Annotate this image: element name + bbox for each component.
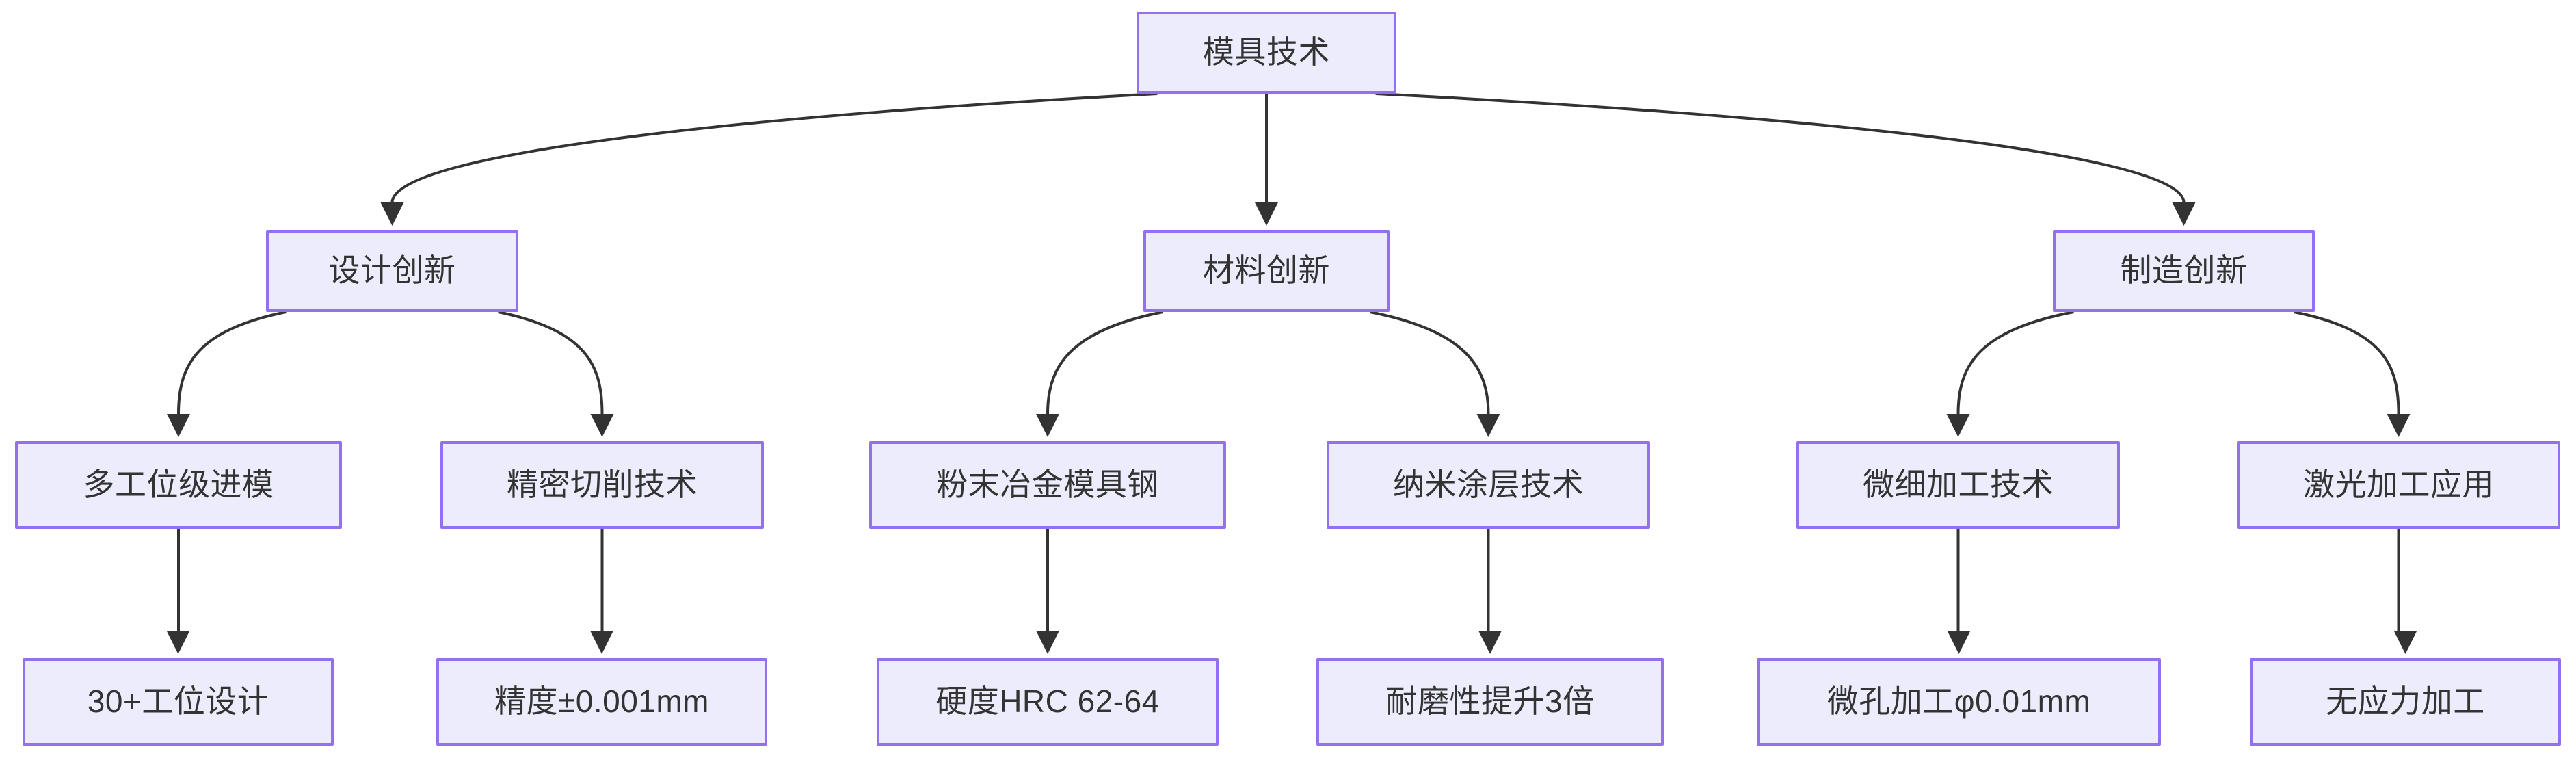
flow-node-l2b[interactable]: 材料创新 bbox=[1143, 230, 1390, 312]
arrow-head-icon bbox=[380, 202, 404, 226]
flow-node-l4e[interactable]: 微孔加工φ0.01mm bbox=[1757, 658, 2161, 746]
flow-node-label: 模具技术 bbox=[1203, 34, 1330, 70]
flow-node-l2c[interactable]: 制造创新 bbox=[2053, 230, 2315, 312]
flow-node-label: 激光加工应用 bbox=[2303, 467, 2494, 503]
flow-node-l3b[interactable]: 精密切削技术 bbox=[440, 441, 764, 529]
flow-node-label: 精度±0.001mm bbox=[494, 683, 709, 720]
arrow-head-icon bbox=[1255, 202, 1278, 226]
flow-node-label: 材料创新 bbox=[1203, 252, 1330, 289]
flow-node-l4f[interactable]: 无应力加工 bbox=[2250, 658, 2561, 746]
flow-node-l3f[interactable]: 激光加工应用 bbox=[2237, 441, 2560, 529]
flow-node-label: 硬度HRC 62-64 bbox=[935, 683, 1160, 720]
flow-node-label: 多工位级进模 bbox=[83, 467, 274, 503]
flow-node-label: 纳米涂层技术 bbox=[1393, 467, 1584, 503]
flow-node-l2a[interactable]: 设计创新 bbox=[266, 230, 518, 312]
flow-node-l4c[interactable]: 硬度HRC 62-64 bbox=[877, 658, 1219, 746]
flow-node-l4b[interactable]: 精度±0.001mm bbox=[436, 658, 767, 746]
flow-node-l3c[interactable]: 粉末冶金模具钢 bbox=[869, 441, 1226, 529]
flow-edge-l2c-to-l3f bbox=[2293, 311, 2400, 415]
arrow-head-icon bbox=[2393, 631, 2417, 654]
flow-node-label: 无应力加工 bbox=[2326, 683, 2485, 720]
arrow-head-icon bbox=[1476, 414, 1500, 437]
flow-node-label: 粉末冶金模具钢 bbox=[936, 467, 1159, 503]
arrow-head-icon bbox=[1036, 414, 1059, 437]
flow-node-l3e[interactable]: 微细加工技术 bbox=[1796, 441, 2120, 529]
flow-node-label: 设计创新 bbox=[328, 252, 456, 289]
flow-edge-root-to-l2c bbox=[1375, 92, 2186, 203]
flow-edge-l2a-to-l3a bbox=[177, 311, 287, 415]
arrow-head-icon bbox=[590, 631, 613, 654]
flow-node-root[interactable]: 模具技术 bbox=[1137, 12, 1396, 94]
flow-node-label: 微细加工技术 bbox=[1863, 467, 2054, 503]
arrow-head-icon bbox=[2172, 202, 2196, 226]
flow-edge-l2b-to-l3d bbox=[1369, 311, 1490, 415]
flow-node-l3a[interactable]: 多工位级进模 bbox=[15, 441, 342, 529]
flow-node-l4a[interactable]: 30+工位设计 bbox=[23, 658, 334, 746]
flow-node-label: 制造创新 bbox=[2120, 252, 2248, 289]
flow-node-label: 精密切削技术 bbox=[507, 467, 698, 503]
arrow-head-icon bbox=[2387, 414, 2411, 437]
flow-edge-l2b-to-l3c bbox=[1046, 311, 1164, 415]
arrow-head-icon bbox=[1946, 414, 1970, 437]
flow-edge-root-to-l2a bbox=[390, 92, 1158, 203]
arrow-head-icon bbox=[167, 414, 190, 437]
flow-edge-l2c-to-l3e bbox=[1956, 311, 2075, 415]
flow-node-label: 微孔加工φ0.01mm bbox=[1827, 683, 2091, 720]
flow-node-l3d[interactable]: 纳米涂层技术 bbox=[1327, 441, 1650, 529]
arrow-head-icon bbox=[166, 631, 190, 654]
flow-node-l4d[interactable]: 耐磨性提升3倍 bbox=[1316, 658, 1664, 746]
arrow-head-icon bbox=[590, 414, 614, 437]
flow-node-label: 30+工位设计 bbox=[87, 683, 269, 720]
arrow-head-icon bbox=[1478, 631, 1502, 654]
arrow-head-icon bbox=[1036, 631, 1059, 654]
flow-edge-l2a-to-l3b bbox=[498, 311, 604, 415]
flow-node-label: 耐磨性提升3倍 bbox=[1385, 683, 1595, 720]
arrow-head-icon bbox=[1947, 631, 1971, 654]
